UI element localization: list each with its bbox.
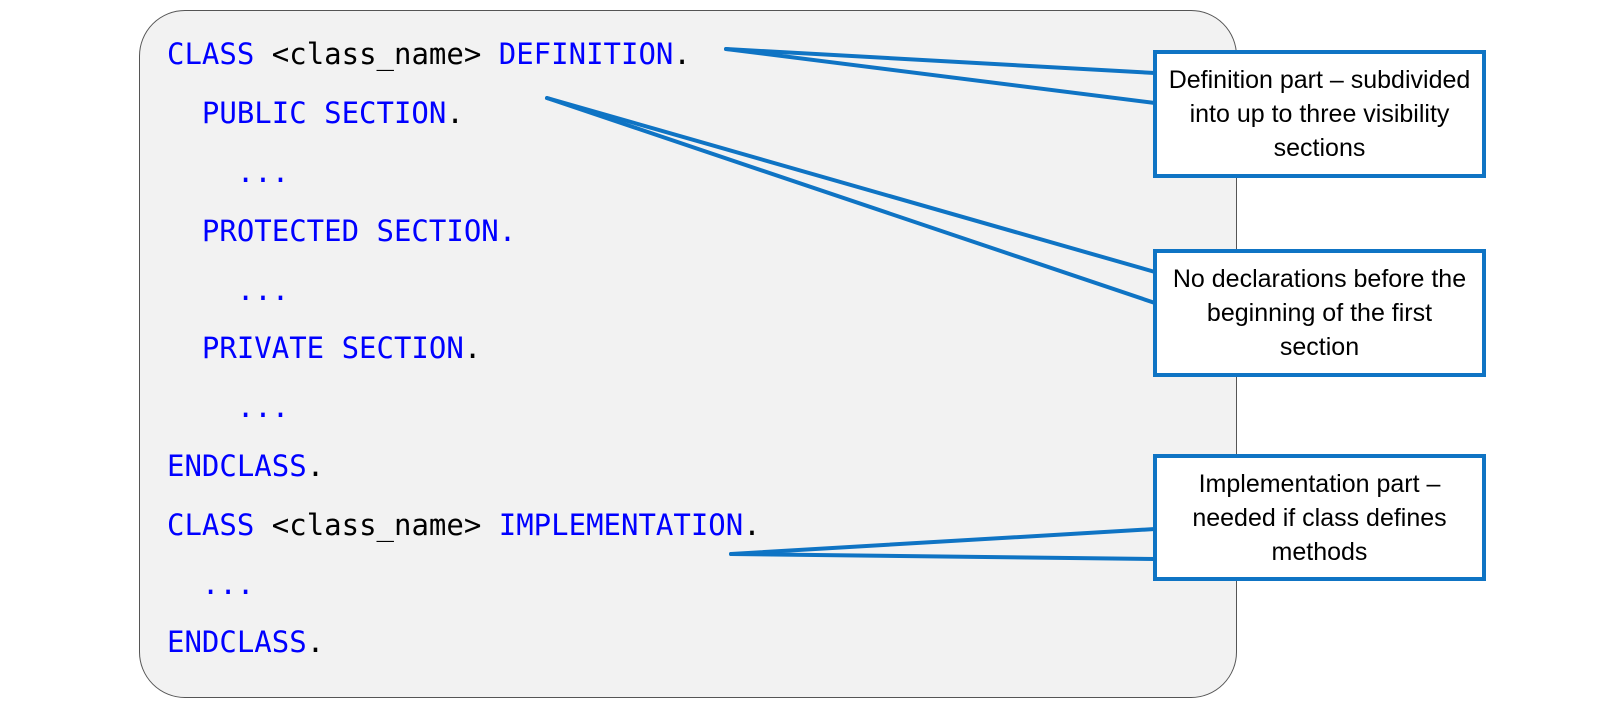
- code-line-protected-section: PROTECTED SECTION.: [201, 214, 517, 248]
- callout-definition-text: Definition part – subdivided into up to …: [1168, 66, 1471, 162]
- code-line-ellipsis: ...: [236, 273, 290, 307]
- callout-definition-part: Definition part – subdivided into up to …: [1153, 50, 1486, 178]
- code-line-class-implementation: CLASS <class_name> IMPLEMENTATION.: [167, 508, 761, 542]
- code-line-private-section: PRIVATE SECTION.: [201, 331, 482, 365]
- code-line-ellipsis: ...: [201, 567, 255, 601]
- callout-no-declarations: No declarations before the beginning of …: [1153, 249, 1486, 377]
- code-line-endclass: ENDCLASS.: [167, 449, 325, 483]
- code-line-ellipsis: ...: [236, 155, 290, 189]
- code-line-ellipsis: ...: [236, 390, 290, 424]
- code-line-class-definition: CLASS <class_name> DEFINITION.: [167, 37, 691, 71]
- callout-no-declarations-text: No declarations before the beginning of …: [1172, 265, 1467, 361]
- callout-implementation-part: Implementation part – needed if class de…: [1153, 454, 1486, 581]
- code-line-endclass: ENDCLASS.: [167, 625, 325, 659]
- callout-implementation-text: Implementation part – needed if class de…: [1192, 469, 1447, 566]
- code-line-public-section: PUBLIC SECTION.: [201, 96, 464, 130]
